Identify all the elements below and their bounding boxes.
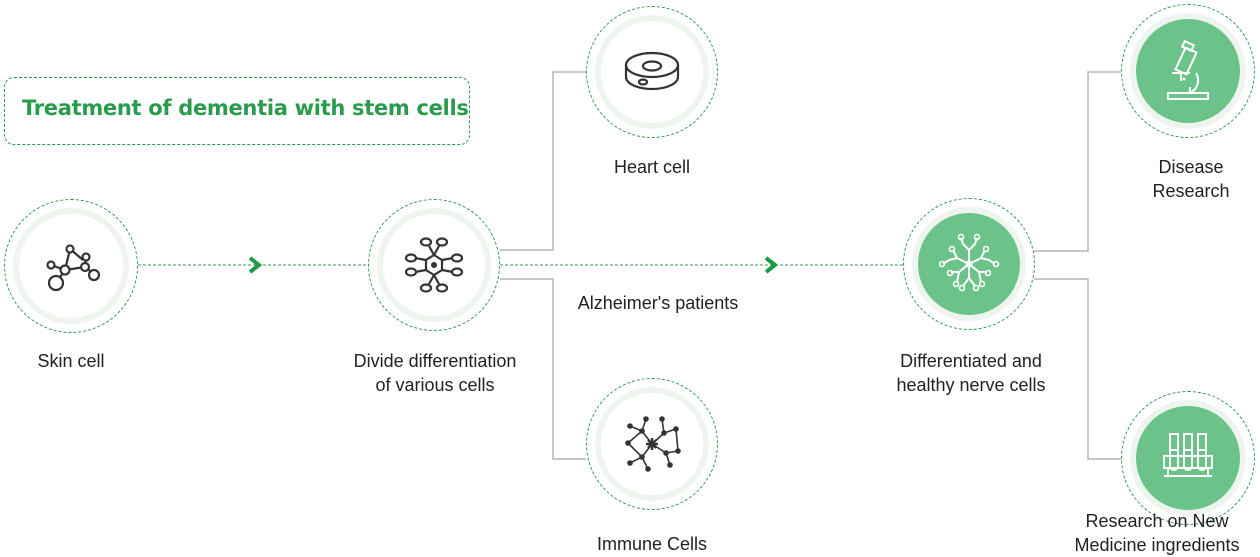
- molecule-icon: [46, 244, 101, 292]
- flow-arrow-icon: [248, 256, 263, 274]
- microscope-icon: [1167, 39, 1209, 100]
- diagram-title: Treatment of dementia with stem cells: [22, 96, 469, 120]
- cell-cluster-icon: [404, 237, 464, 293]
- flow-arrow-icon: [764, 256, 779, 274]
- test-tubes-icon: [1163, 433, 1213, 477]
- immune-cells-label: Immune Cells: [596, 534, 708, 554]
- immune-cells-node: [586, 378, 718, 510]
- heart-cell-node: [586, 6, 718, 138]
- disease-research-node: [1121, 4, 1255, 138]
- patients-label: Alzheimer's patients: [577, 293, 739, 313]
- skin-cell-label: Skin cell: [37, 351, 105, 371]
- divide-label: Divide differentiation of various cells: [353, 351, 517, 395]
- immune-network-icon: [625, 416, 681, 472]
- petri-dish-icon: [624, 51, 680, 91]
- heart-cell-label: Heart cell: [613, 157, 691, 177]
- branch-to-disease: [1034, 71, 1121, 252]
- neuron-icon: [938, 233, 1000, 292]
- nerve-cells-node: [903, 198, 1035, 330]
- disease-research-label: Disease Research: [1152, 157, 1230, 201]
- medicine-research-node: [1121, 391, 1255, 525]
- nerve-cells-label: Differentiated and healthy nerve cells: [896, 351, 1046, 395]
- title-box: Treatment of dementia with stem cells: [4, 77, 470, 145]
- medicine-research-label: Research on New Medicine ingredients: [1074, 511, 1240, 555]
- branch-to-heart: [500, 71, 586, 251]
- skin-cell-node: [4, 199, 138, 333]
- divide-node: [368, 199, 500, 331]
- branch-to-immune: [500, 278, 586, 460]
- branch-to-medicine: [1034, 278, 1121, 460]
